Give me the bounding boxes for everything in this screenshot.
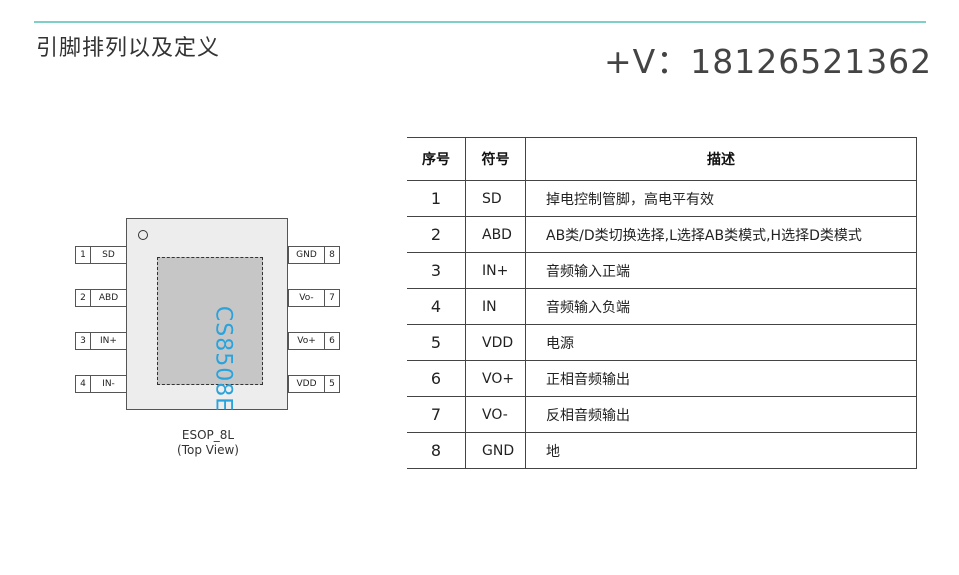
row-symbol: IN+ [465,252,526,289]
row-symbol: VO- [465,396,526,433]
table-header-row: 序号 符号 描述 [407,137,917,181]
pin1-marker [138,230,148,240]
table-row: 3 IN+ 音频输入正端 [407,252,917,289]
pin-number: 1 [76,247,91,263]
table-row: 8 GND 地 [407,432,917,469]
row-no: 6 [407,360,466,397]
pin-name: Vo+ [297,336,316,346]
contact-text: +V：18126521362 [604,42,933,81]
package-name: ESOP_8L [181,428,235,442]
pin-2: 2 ABD [75,289,127,307]
row-no: 5 [407,324,466,361]
row-symbol: ABD [465,216,526,253]
pin-number: 6 [324,333,339,349]
table-row: 6 VO+ 正相音频输出 [407,360,917,397]
pin-name: SD [102,250,115,260]
row-desc: AB类/D类切换选择,L选择AB类模式,H选择D类模式 [525,216,917,253]
table-row: 4 IN 音频输入负端 [407,288,917,325]
pin-number: 4 [76,376,91,392]
pin-8: GND 8 [288,246,340,264]
row-symbol: IN [465,288,526,325]
table-row: 2 ABD AB类/D类切换选择,L选择AB类模式,H选择D类模式 [407,216,917,253]
pin-definition-table: 序号 符号 描述 1 SD 掉电控制管脚，高电平有效 2 ABD AB类/D类切… [407,137,917,469]
row-no: 1 [407,180,466,217]
row-desc: 掉电控制管脚，高电平有效 [525,180,917,217]
row-symbol: VO+ [465,360,526,397]
section-heading: 引脚排列以及定义 [36,36,221,61]
exposed-pad: CS8508E [157,257,263,412]
pin-1: 1 SD [75,246,127,264]
pin-5: VDD 5 [288,375,340,393]
row-desc: 电源 [525,324,917,361]
row-symbol: VDD [465,324,526,361]
pin-number: 8 [324,247,339,263]
pin-3: 3 IN+ [75,332,127,350]
row-desc: 正相音频输出 [525,360,917,397]
row-symbol: GND [465,432,526,469]
view-label: (Top View) [177,443,239,457]
header-symbol: 符号 [465,137,526,181]
row-no: 2 [407,216,466,253]
row-symbol: SD [465,180,526,217]
pin-number: 2 [76,290,91,306]
pin-number: 3 [76,333,91,349]
row-desc: 音频输入负端 [525,288,917,325]
row-desc: 音频输入正端 [525,252,917,289]
pin-number: 7 [324,290,339,306]
header-no: 序号 [407,137,466,181]
row-no: 8 [407,432,466,469]
row-no: 3 [407,252,466,289]
pin-number: 5 [324,376,339,392]
row-no: 4 [407,288,466,325]
chip-package: CS8508E [126,218,288,412]
pinout-diagram: 1 SD 2 ABD 3 IN+ 4 IN- GND 8 Vo- 7 Vo+ 6… [60,210,390,470]
pin-6: Vo+ 6 [288,332,340,350]
chip-name: CS8508E [210,305,236,413]
pin-name: GND [296,250,317,260]
package-caption: ESOP_8L (Top View) [177,428,239,458]
row-no: 7 [407,396,466,433]
pin-4: 4 IN- [75,375,127,393]
pin-name: IN+ [100,336,117,346]
row-desc: 地 [525,432,917,469]
pin-name: ABD [98,293,119,303]
table-row: 7 VO- 反相音频输出 [407,396,917,433]
pin-name: Vo- [299,293,314,303]
header-desc: 描述 [525,137,917,181]
pin-7: Vo- 7 [288,289,340,307]
pin-name: IN- [102,379,115,389]
table-row: 1 SD 掉电控制管脚，高电平有效 [407,180,917,217]
table-row: 5 VDD 电源 [407,324,917,361]
row-desc: 反相音频输出 [525,396,917,433]
top-divider [34,21,926,23]
pin-name: VDD [296,379,317,389]
